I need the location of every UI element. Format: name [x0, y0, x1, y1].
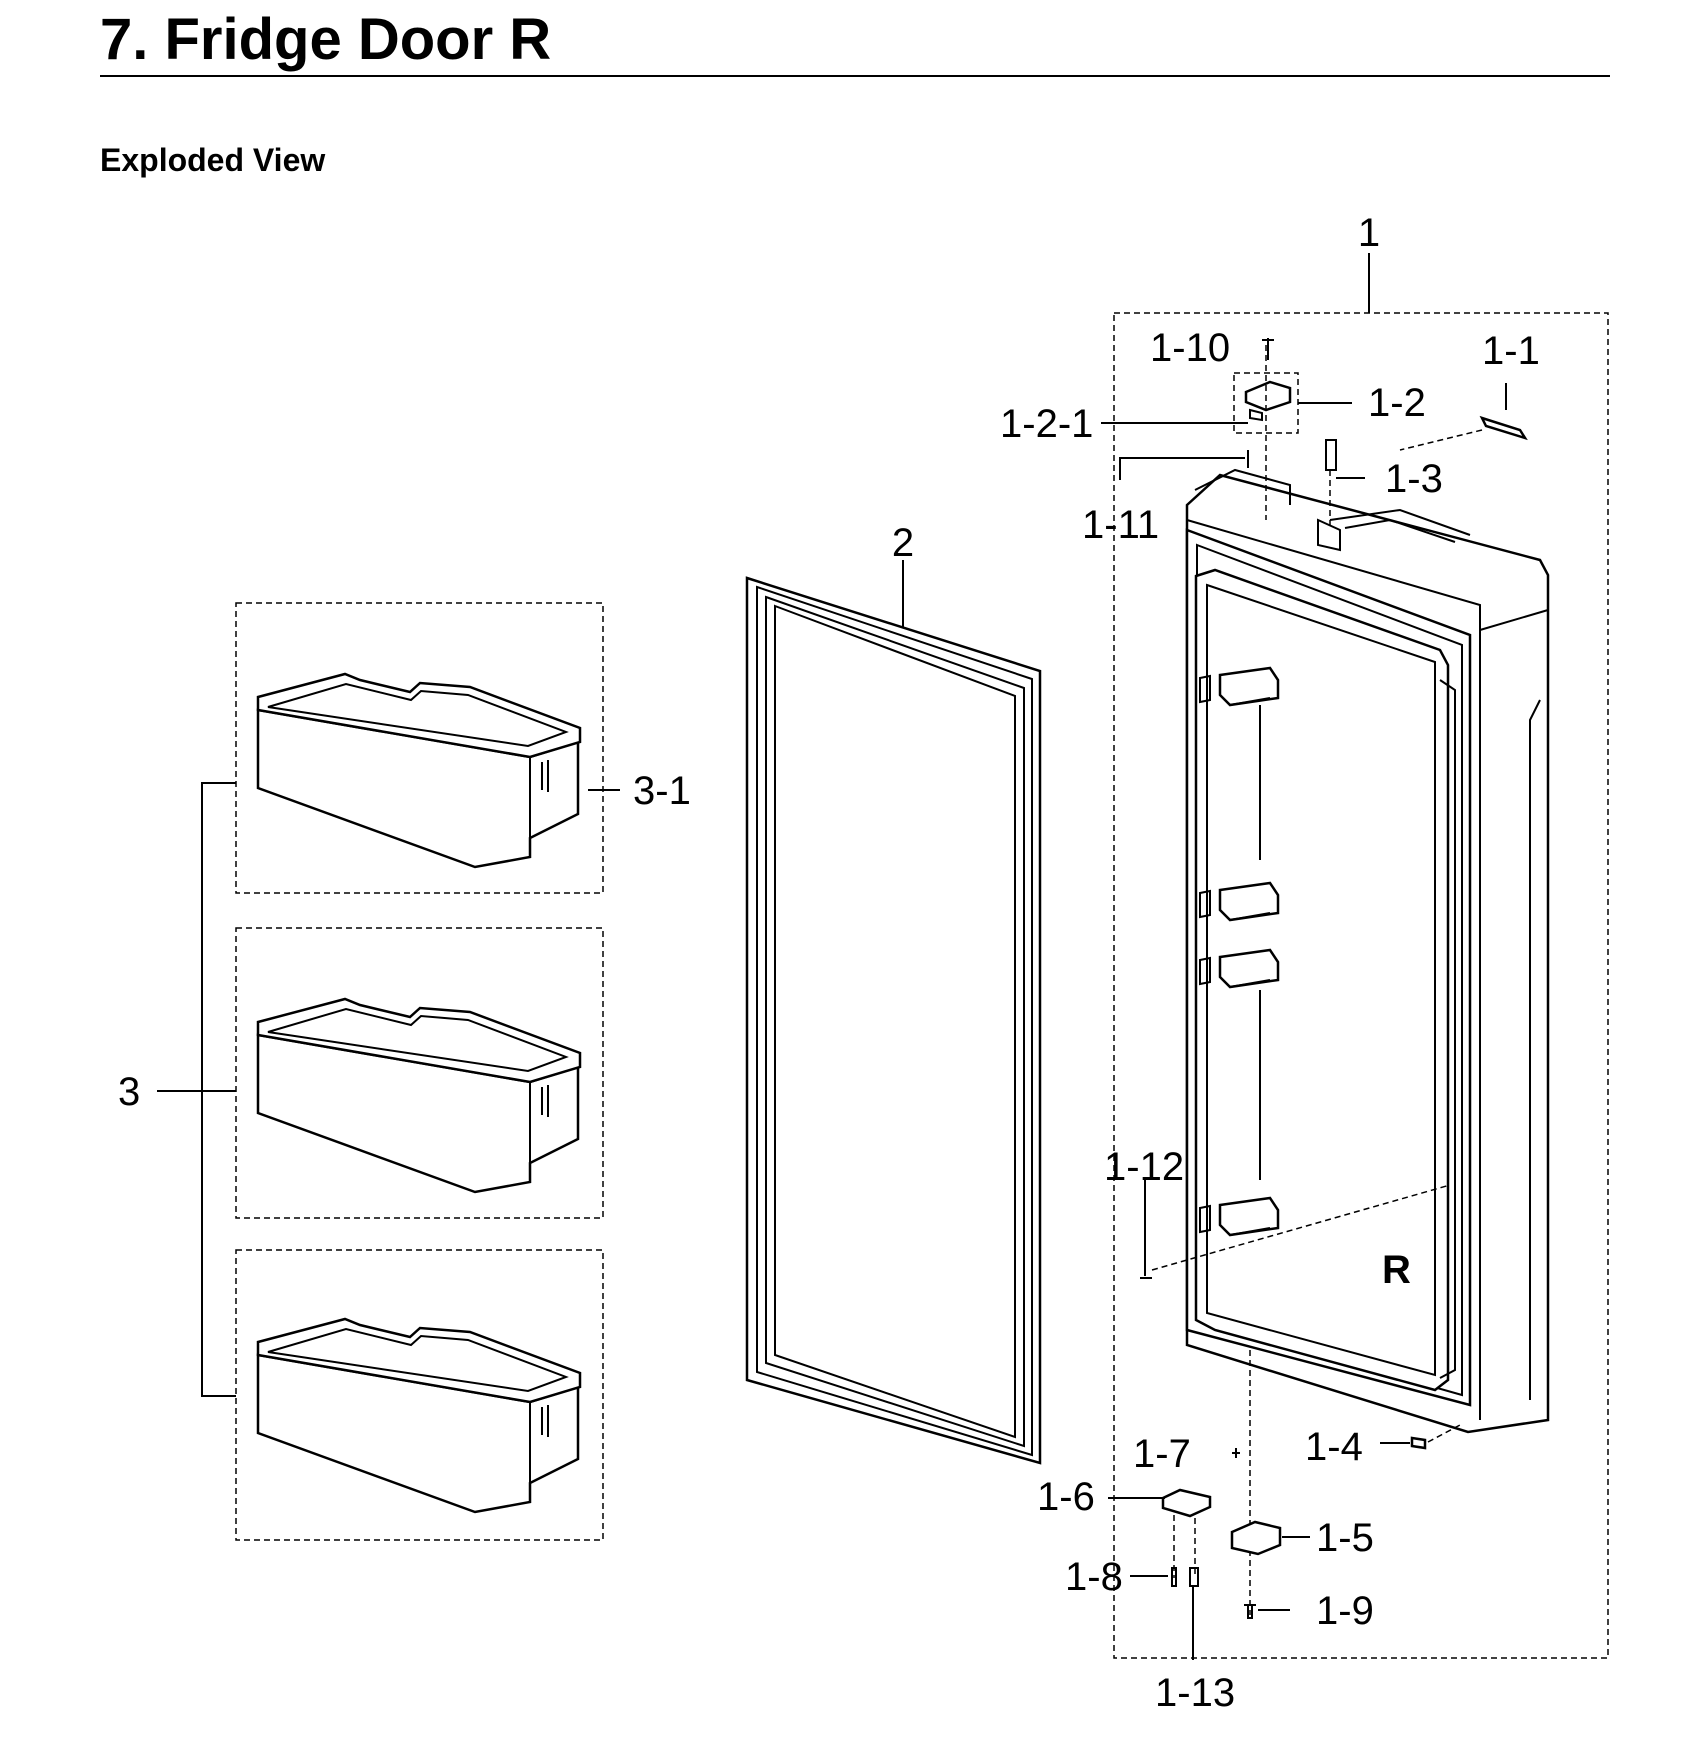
callout-1-2: 1-2 [1368, 381, 1426, 425]
door-gasket [745, 560, 1042, 1465]
callout-1: 1 [1358, 211, 1380, 255]
callout-1-12: 1-12 [1104, 1145, 1184, 1189]
callout-1-6: 1-6 [1037, 1475, 1095, 1519]
title-rule [100, 75, 1610, 77]
callout-1-10: 1-10 [1150, 326, 1230, 370]
section-heading: Exploded View [100, 142, 326, 178]
bin-group [157, 602, 620, 1541]
callout-1-1: 1-1 [1482, 329, 1540, 373]
bin-box-middle [235, 927, 604, 1219]
bin-box-top [235, 602, 604, 894]
callout-3-1: 3-1 [633, 769, 691, 813]
callout-1-3: 1-3 [1385, 457, 1443, 501]
callout-1-13: 1-13 [1155, 1671, 1235, 1715]
callout-3: 3 [118, 1070, 140, 1114]
callout-1-5: 1-5 [1316, 1516, 1374, 1560]
page-title: 7. Fridge Door R [100, 7, 552, 72]
bin-box-bottom [235, 1249, 604, 1541]
callout-1-9: 1-9 [1316, 1589, 1374, 1633]
callout-1-8: 1-8 [1065, 1555, 1123, 1599]
callout-2: 2 [892, 521, 914, 565]
callout-1-7: 1-7 [1133, 1432, 1191, 1476]
callout-1-11: 1-11 [1082, 503, 1159, 547]
callout-1-4: 1-4 [1305, 1425, 1363, 1469]
door-assembly [1101, 253, 1609, 1660]
assembly-box [1113, 312, 1609, 1659]
callout-1-2-1: 1-2-1 [1000, 402, 1093, 446]
door-bin [256, 672, 582, 869]
door-mark: R [1382, 1248, 1411, 1292]
shelf-clip [1199, 666, 1280, 707]
